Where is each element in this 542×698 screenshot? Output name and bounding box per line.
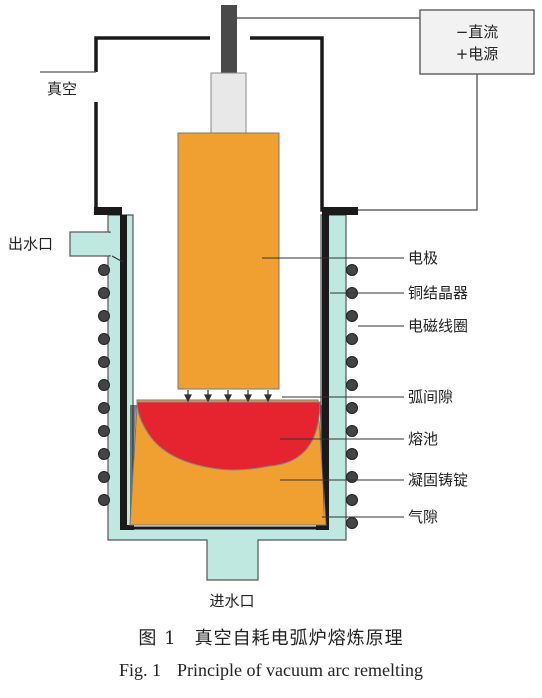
coil-turn: [346, 310, 358, 322]
crucible-top-left: [94, 207, 122, 215]
coil-turn: [98, 356, 110, 368]
coil-turn: [346, 379, 358, 391]
arc-arrow-head: [184, 394, 192, 403]
crucible-top-right: [322, 207, 358, 215]
figure-title-en: Principle of vacuum arc remelting: [177, 660, 423, 680]
wire-positive-to-crucible: [356, 74, 478, 211]
power-wires: [236, 17, 478, 211]
power-supply-label-line2: +电源: [456, 45, 499, 63]
arc-arrow-head: [244, 394, 252, 403]
coil-turn: [346, 356, 358, 368]
coil-left: [98, 264, 110, 506]
figure-number-en: Fig. 1: [119, 660, 162, 680]
air-gap-left: [130, 405, 137, 520]
coil-turn: [346, 402, 358, 414]
coil-turn: [98, 448, 110, 460]
coil-turn: [346, 425, 358, 437]
label-copper-crucible: 铜结晶器: [408, 284, 468, 302]
power-supply: −直流 +电源: [419, 9, 535, 75]
chamber-left-lower-wall: [94, 102, 118, 212]
crucible-right-wall: [316, 215, 329, 530]
chamber-left-wall: [94, 36, 210, 72]
leader-water-out: [111, 255, 124, 263]
coil-turn: [98, 264, 110, 276]
coil-turn: [346, 448, 358, 460]
arc-arrow-head: [204, 394, 212, 403]
label-melt-pool: 熔池: [408, 430, 438, 448]
air-gap-right: [318, 405, 324, 520]
coil-turn: [346, 264, 358, 276]
leader-lines: [111, 255, 404, 518]
coil-turn: [98, 425, 110, 437]
coil-turn: [98, 494, 110, 506]
figure-title-cn: 真空自耗电弧炉熔炼原理: [194, 628, 404, 649]
label-ingot: 凝固铸锭: [408, 471, 468, 489]
coil-turn: [346, 494, 358, 506]
label-vacuum: 真空: [47, 80, 77, 98]
power-supply-box: [419, 9, 535, 75]
coil-turn: [346, 517, 358, 529]
coil-turn: [98, 287, 110, 299]
melt-pool: [136, 401, 321, 471]
arc-arrow-head: [224, 394, 232, 403]
arc-arrow-head: [264, 394, 272, 403]
label-coil: 电磁线圈: [408, 317, 468, 335]
component-labels: 电极 铜结晶器 电磁线圈 弧间隙 熔池 凝固铸锭 气隙: [408, 249, 468, 526]
label-water-in: 进水口: [209, 592, 254, 610]
label-water-out: 出水口: [8, 235, 53, 253]
electrode-stem-dark: [221, 5, 237, 73]
coil-turn: [98, 379, 110, 391]
label-air-gap: 气隙: [408, 508, 438, 526]
label-electrode: 电极: [408, 249, 438, 267]
coil-turn: [346, 333, 358, 345]
electrode-stem-light: [210, 72, 247, 136]
figure-caption-en: Fig. 1 Principle of vacuum arc remelting: [0, 660, 542, 681]
coil-turn: [98, 471, 110, 483]
figure-number-cn: 图 1: [138, 628, 177, 649]
crucible-left-wall: [120, 215, 134, 530]
arc-arrows: [184, 390, 272, 403]
figure-caption-cn: 图 1 真空自耗电弧炉熔炼原理: [0, 624, 542, 650]
coil-turn: [98, 402, 110, 414]
coil-turn: [98, 310, 110, 322]
water-outlet-cover: [106, 233, 112, 255]
electrode: [177, 132, 280, 390]
coil-turn: [98, 333, 110, 345]
coil-turn: [346, 471, 358, 483]
label-arc-gap: 弧间隙: [408, 388, 453, 406]
copper-crucible-walls: [94, 207, 358, 530]
power-supply-label-line1: −直流: [456, 23, 499, 41]
water-outlet-pipe: [69, 231, 111, 257]
